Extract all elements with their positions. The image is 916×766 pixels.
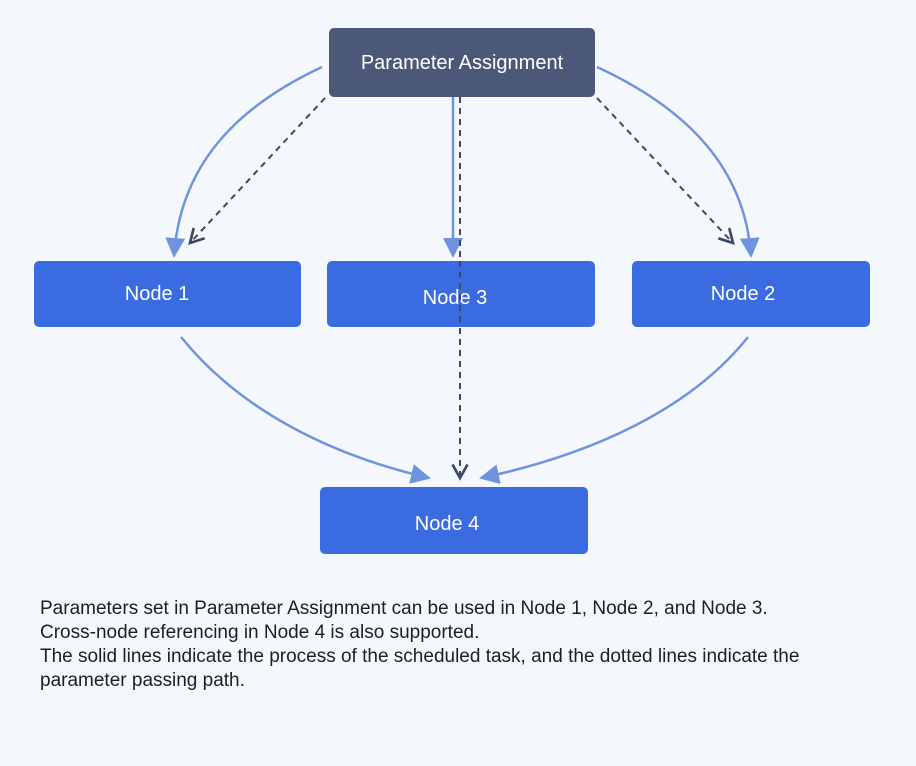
parameter-assignment-label: Parameter Assignment [361,52,564,74]
flow-line-assign-to-node2 [596,65,760,258]
node-1[interactable]: Node 1 [34,261,301,327]
node-4-label: Node 4 [415,513,480,535]
node-2-label: Node 2 [711,283,776,305]
param-line-assign-to-node1 [188,97,326,246]
param-line-assign-to-node2 [596,97,735,246]
description-line-1: Parameters set in Parameter Assignment c… [40,598,768,619]
description-line-2: Cross-node referencing in Node 4 is also… [40,622,480,643]
node-4[interactable]: Node 4 [320,487,588,554]
node-2[interactable]: Node 2 [632,261,870,327]
description-line-3: The solid lines indicate the process of … [40,646,800,691]
parameter-assignment-box [329,28,595,97]
flow-line-node1-to-node4 [180,336,431,484]
node-1-box [34,261,301,327]
node-4-box [320,487,588,554]
parameter-assignment-node[interactable]: Parameter Assignment [329,28,595,97]
diagram-description: Parameters set in Parameter Assignment c… [40,597,890,693]
node-3-label: Node 3 [423,287,488,309]
flow-line-node2-to-node4 [479,336,749,485]
node-1-label: Node 1 [125,283,190,305]
node-2-box [632,261,870,327]
flow-line-assign-to-node1 [165,65,323,258]
